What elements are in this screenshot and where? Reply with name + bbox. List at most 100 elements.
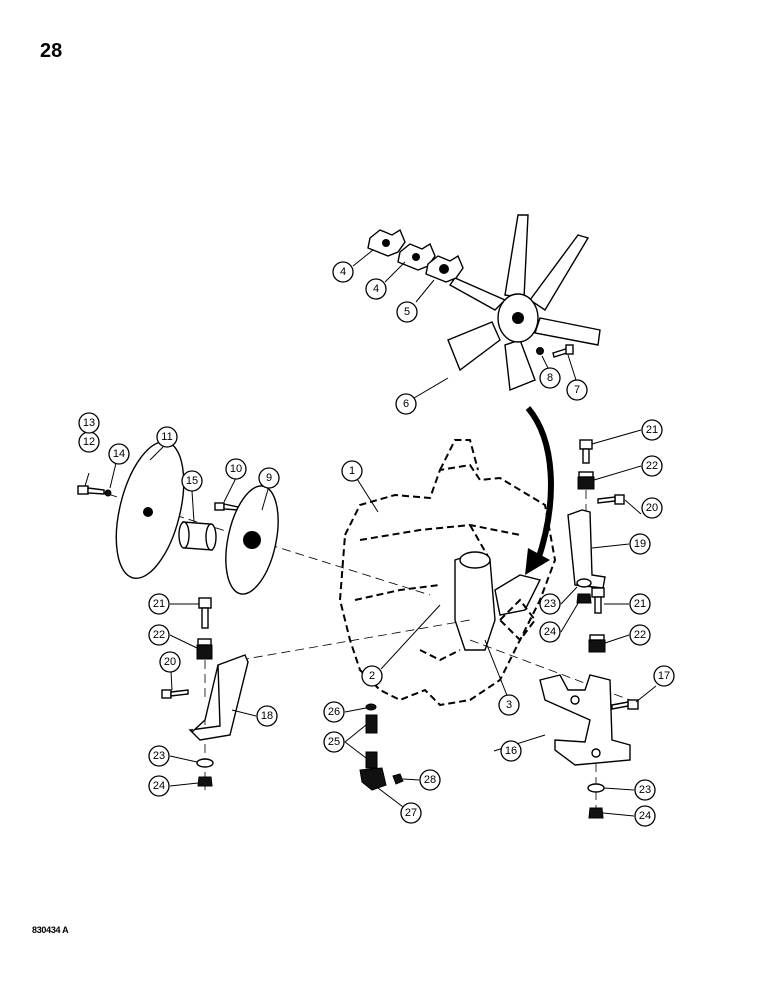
callout-20-b: 20 [641,497,663,519]
bolt-part [579,439,593,464]
callout-24-c: 24 [634,805,656,827]
nut-part [392,773,404,785]
page-number: 28 [40,40,63,62]
assembly-arrow [525,406,554,561]
callout-15: 15 [181,470,203,492]
callout-16: 16 [500,740,522,762]
fan-pulley-spacer-part [425,254,464,283]
callout-19: 19 [629,533,651,555]
svg-text:21: 21 [634,598,646,610]
svg-text:6: 6 [403,398,409,410]
callout-21-b: 21 [641,419,663,441]
callout-21-a: 21 [148,593,170,615]
svg-text:5: 5 [404,306,410,318]
svg-text:23: 23 [544,598,556,610]
svg-text:16: 16 [505,745,517,757]
svg-text:9: 9 [266,472,272,484]
rubber-mount-part [577,471,595,490]
callout-24-b: 24 [539,621,561,643]
callout-1: 1 [341,460,363,482]
nut-part [197,776,213,787]
right-mount-bracket-part [567,509,606,589]
callout-4-a: 4 [332,261,354,283]
figure-code: 830434 A [32,925,69,935]
rubber-mount-part [588,634,606,653]
callout-3: 3 [498,694,520,716]
svg-text:14: 14 [113,448,125,460]
svg-text:21: 21 [153,598,165,610]
callout-28: 28 [419,769,441,791]
svg-text:2: 2 [369,670,375,682]
clamp-part [359,767,387,791]
svg-text:22: 22 [153,629,165,641]
washer-part [196,758,214,768]
callout-8: 8 [539,367,561,389]
svg-text:22: 22 [646,460,658,472]
callout-23-c: 23 [634,779,656,801]
svg-text:21: 21 [646,424,658,436]
svg-text:24: 24 [153,780,165,792]
bolt-part [161,689,189,699]
fan-spacer-part [367,228,406,257]
callout-14: 14 [108,443,130,465]
callout-4-b: 4 [365,278,387,300]
callout-22-c: 22 [629,624,651,646]
callout-22-b: 22 [641,455,663,477]
callout-25: 25 [323,731,345,753]
callout-7: 7 [566,379,588,401]
svg-text:24: 24 [639,810,651,822]
callout-27: 27 [400,802,422,824]
callout-9: 9 [258,467,280,489]
bolt-part [77,485,105,495]
svg-text:11: 11 [161,431,172,443]
callout-5: 5 [396,301,418,323]
bolt-part [591,587,605,614]
nut-part [588,807,604,819]
fan-bolt-part [552,344,574,358]
svg-text:19: 19 [634,538,646,550]
callout-18: 18 [256,705,278,727]
svg-text:17: 17 [658,670,670,682]
callout-11: 11 [156,426,178,448]
bolt-part [198,597,212,629]
left-mount-bracket-part [188,654,249,741]
svg-text:4: 4 [340,266,346,278]
callout-23-b: 23 [539,593,561,615]
callout-13: 13 [78,412,100,434]
callout-26: 26 [323,701,345,723]
leader-lines [84,249,657,817]
bolt-part [597,494,625,505]
washer-part [576,578,592,588]
callout-23-a: 23 [148,745,170,767]
lock-washer-part [536,347,544,355]
bolt-part [611,699,639,710]
svg-text:24: 24 [544,626,556,638]
svg-text:12: 12 [83,436,95,448]
svg-text:28: 28 [424,774,436,786]
svg-text:23: 23 [639,784,651,796]
callout-17: 17 [653,665,675,687]
fan-part [447,214,601,391]
svg-text:23: 23 [153,750,165,762]
rubber-mount-part [196,638,213,660]
svg-text:18: 18 [261,710,273,722]
bracket-16-part [539,674,631,766]
callout-12: 12 [78,431,100,453]
washer-part [104,489,112,497]
drive-hub-part [178,521,217,551]
callout-21-c: 21 [629,593,651,615]
svg-text:26: 26 [328,706,340,718]
callout-20-a: 20 [159,651,181,673]
callout-6: 6 [395,393,417,415]
svg-text:4: 4 [373,283,379,295]
svg-text:20: 20 [646,502,658,514]
svg-text:7: 7 [574,384,580,396]
spacer-stack-part [365,703,378,769]
assembly-arrowhead [525,548,550,575]
svg-text:8: 8 [547,372,553,384]
bolt-part [214,502,239,511]
engine-block-part [338,439,557,707]
svg-text:27: 27 [405,807,417,819]
callout-22-a: 22 [148,624,170,646]
